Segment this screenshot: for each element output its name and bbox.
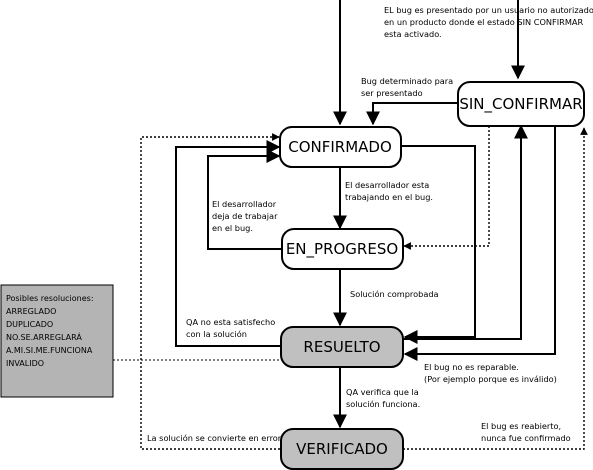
legend-item: INVALIDO [6, 359, 44, 368]
arrow-resuelto-to-sinconfirmar [403, 124, 528, 340]
node-en-progreso: EN_PROGRESO [281, 228, 404, 270]
label-solution-checked: Solución comprobada [350, 289, 439, 299]
label-bug-determined: Bug determinado para ser presentado [361, 76, 453, 98]
label-dev-working: El desarrollador esta trabajando en el b… [345, 180, 433, 202]
label-qa-verifies-line1: QA verifica que la [346, 387, 419, 397]
arrow-resuelto-to-confirmado [175, 140, 281, 347]
arrow-enprogreso-to-confirmado [207, 149, 282, 250]
label-dev-working-line2: trabajando en el bug. [345, 192, 433, 202]
arrow-confirmado-to-resuelto [401, 145, 476, 344]
legend-item: NO.SE.ARREGLARÁ [6, 331, 82, 342]
label-dev-stops-line1: El desarrollador [212, 199, 277, 209]
node-sin-confirmar-label: SIN_CONFIRMAR [459, 95, 582, 114]
legend-item: ARREGLADO [6, 307, 56, 316]
arrow-sinconfirmar-to-resuelto [403, 126, 556, 361]
legend-item: DUPLICADO [6, 320, 53, 329]
label-new-bug-line2: en un producto donde el estado SIN CONFI… [384, 17, 584, 27]
legend-item: A.MI.SI.ME.FUNCIONA [6, 346, 93, 355]
arrow-sinconfirmar-to-enprogreso [403, 126, 490, 250]
label-qa-not-satisfied-line2: con la solución [186, 329, 247, 339]
label-not-fixable-line2: (Por ejemplo porque es inválido) [424, 374, 557, 384]
label-dev-stops-line3: en el bug. [212, 223, 253, 233]
label-dev-working-line1: El desarrollador esta [345, 180, 429, 190]
label-new-bug-line1: EL bug es presentado por un usuario no a… [384, 5, 593, 15]
node-confirmado: CONFIRMADO [279, 126, 402, 168]
legend-title: Posibles resoluciones: [6, 294, 94, 303]
node-resuelto-label: RESUELTO [303, 338, 380, 356]
node-sin-confirmar: SIN_CONFIRMAR [457, 81, 585, 127]
node-resuelto: RESUELTO [280, 326, 404, 368]
label-bug-determined-line2: ser presentado [361, 88, 423, 98]
label-dev-stops-line2: deja de trabajar [212, 211, 278, 221]
label-qa-verifies-line2: solución funciona. [346, 399, 420, 409]
label-not-fixable: El bug no es reparable. (Por ejemplo por… [424, 362, 557, 384]
label-qa-not-satisfied-line1: QA no esta satisfecho [186, 317, 275, 327]
label-solution-error: La solución se convierte en error [147, 433, 282, 443]
label-new-bug: EL bug es presentado por un usuario no a… [384, 5, 593, 39]
node-en-progreso-label: EN_PROGRESO [286, 240, 398, 259]
arrow-verificado-to-confirmado [140, 133, 280, 450]
node-verificado-label: VERIFICADO [296, 440, 388, 458]
node-verificado: VERIFICADO [280, 428, 404, 470]
label-bug-determined-line1: Bug determinado para [361, 76, 453, 86]
label-qa-not-satisfied: QA no esta satisfecho con la solución [186, 317, 275, 339]
label-reopened-line1: El bug es reabierto, [481, 421, 561, 431]
arrow-sinconfirmar-to-confirmado [366, 102, 458, 126]
label-not-fixable-line1: El bug no es reparable. [424, 362, 519, 372]
label-reopened: El bug es reabierto, nunca fue confirmad… [481, 421, 571, 443]
label-qa-verifies: QA verifica que la solución funciona. [346, 387, 420, 409]
label-dev-stops: El desarrollador deja de trabajar en el … [212, 199, 278, 233]
label-reopened-line2: nunca fue confirmado [481, 433, 571, 443]
arrow-verificado-to-sinconfirmar [403, 127, 588, 450]
resolutions-legend: Posibles resoluciones: ARREGLADO DUPLICA… [0, 284, 114, 398]
label-new-bug-line3: esta activado. [384, 29, 442, 39]
node-confirmado-label: CONFIRMADO [288, 138, 392, 156]
